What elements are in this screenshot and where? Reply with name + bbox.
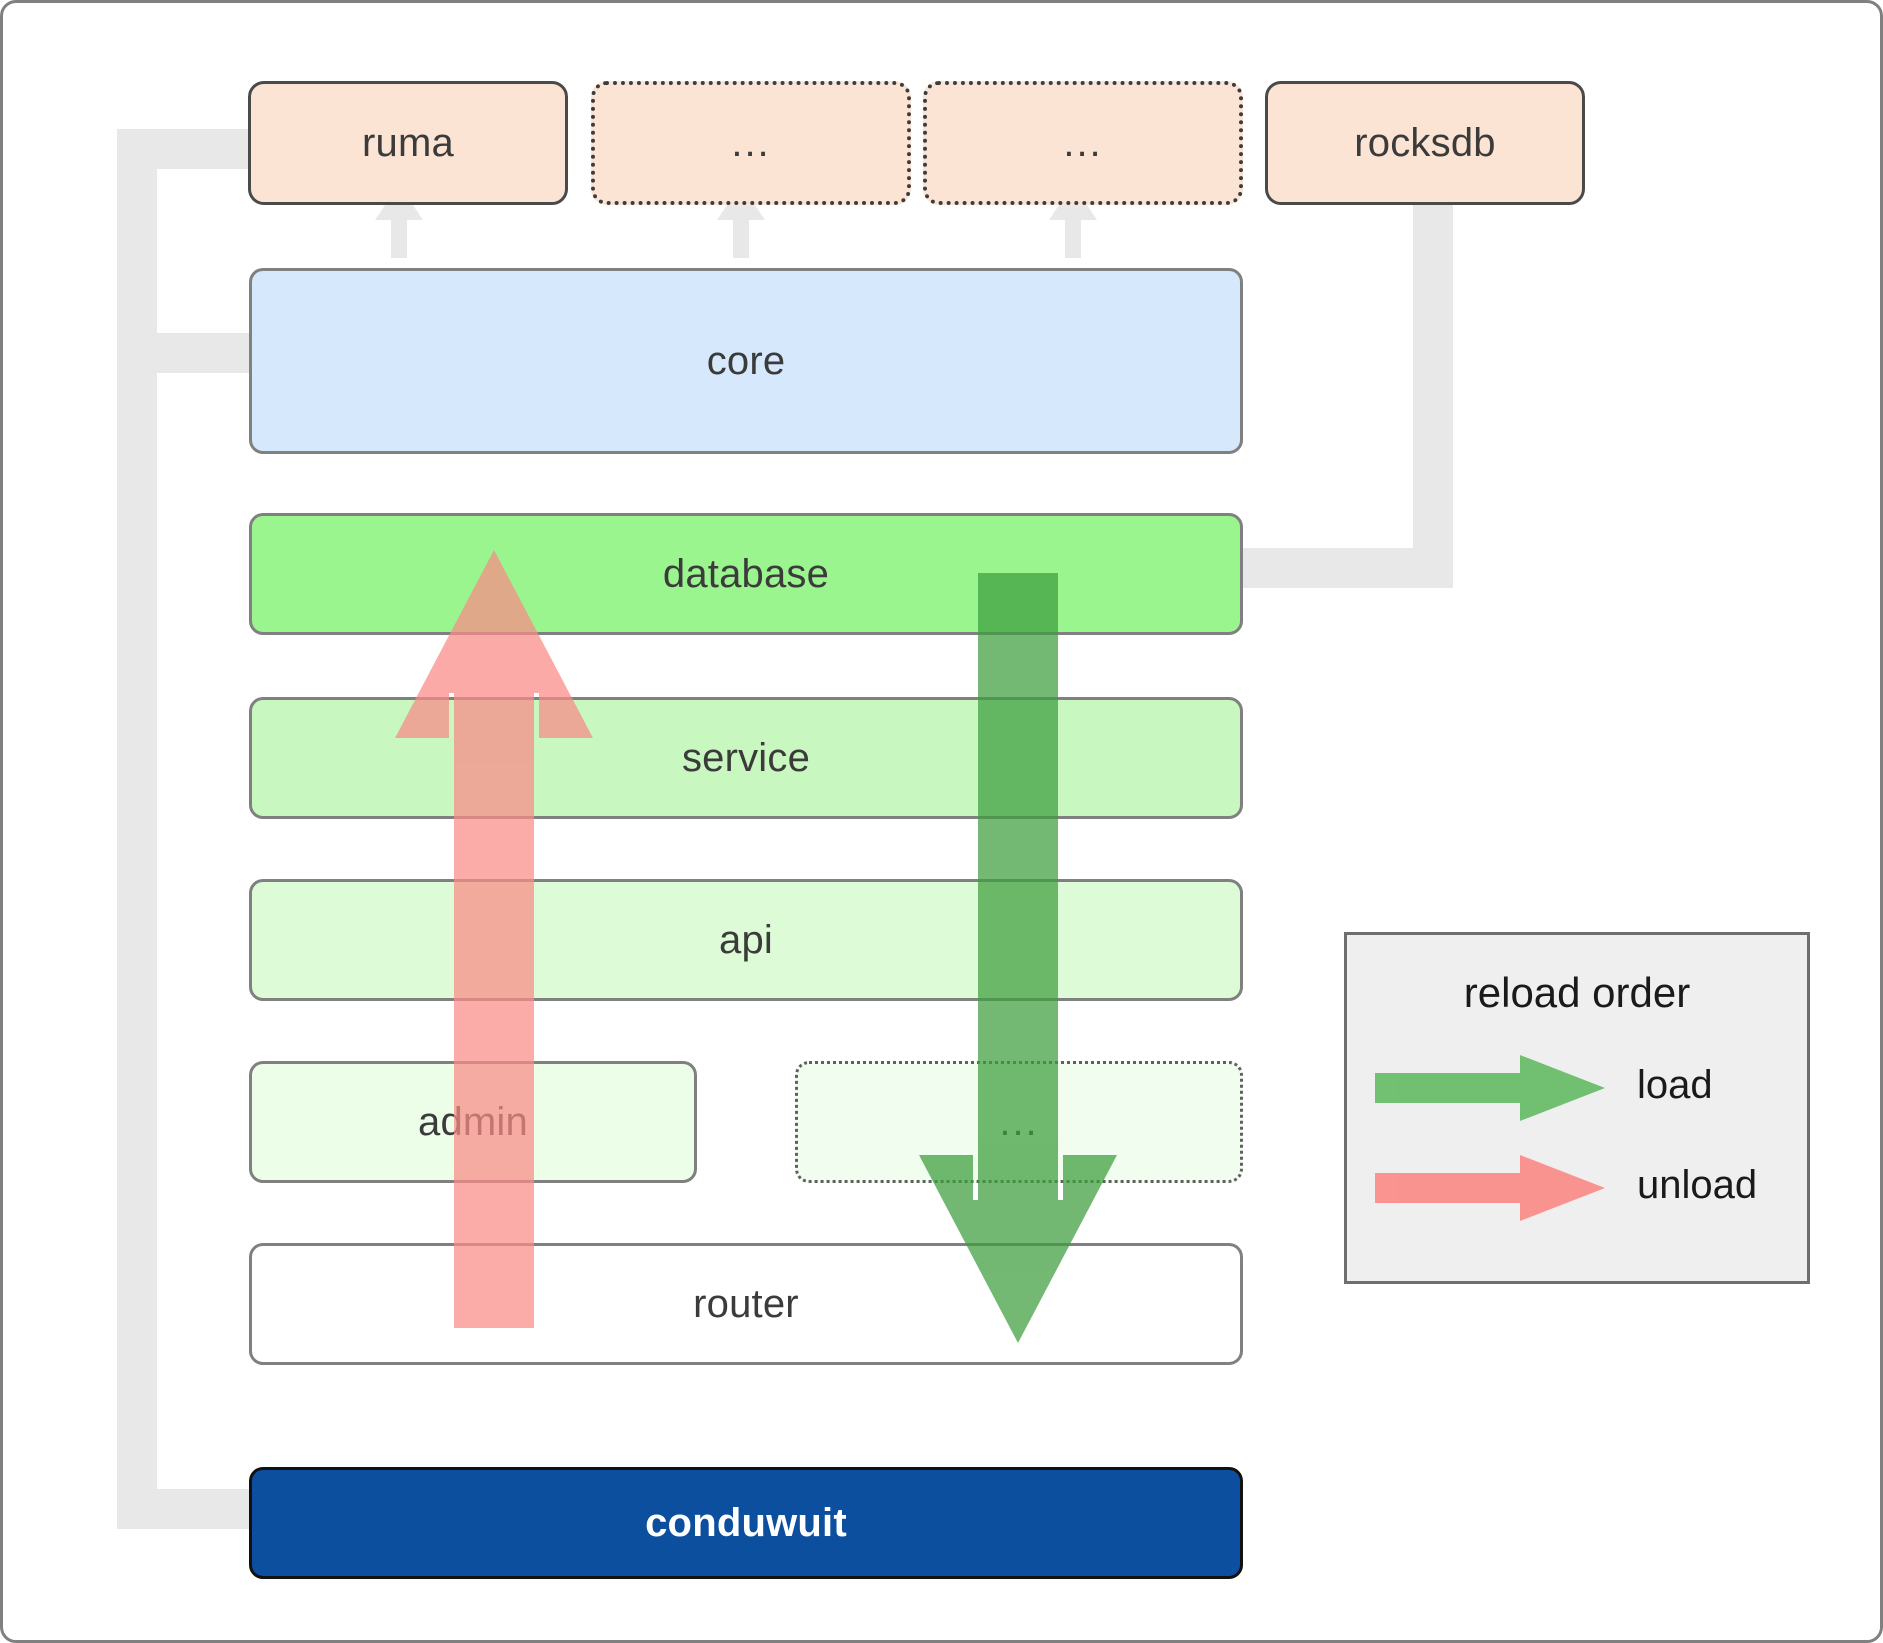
layer-router-label: router: [693, 1281, 799, 1326]
crate-ruma[interactable]: ruma: [248, 81, 568, 205]
layer-api-label: api: [719, 917, 773, 962]
layer-core-label: core: [706, 338, 786, 383]
legend-unload-label: unload: [1637, 1163, 1758, 1207]
legend-title: reload order: [1463, 969, 1691, 1016]
crate-conduwuit-label: conduwuit: [645, 1500, 847, 1545]
layer-core[interactable]: core: [249, 268, 1243, 454]
crate-rocksdb[interactable]: rocksdb: [1265, 81, 1585, 205]
layer-admin[interactable]: admin: [249, 1061, 697, 1183]
crate-placeholder-2[interactable]: ...: [923, 81, 1243, 205]
legend-panel: reload order load unload: [1344, 932, 1810, 1284]
legend-unload-arrow-icon: [1375, 1155, 1605, 1221]
crate-placeholder-1[interactable]: ...: [591, 81, 911, 205]
reload-order-arrows-layer: [395, 550, 1117, 1343]
crate-placeholder-2-label: ...: [1063, 120, 1103, 165]
crate-conduwuit[interactable]: conduwuit: [249, 1467, 1243, 1579]
layer-api[interactable]: api: [249, 879, 1243, 1001]
legend-load-arrow-icon: [1375, 1055, 1605, 1121]
layer-admin-label: admin: [418, 1099, 528, 1144]
crate-ruma-label: ruma: [362, 120, 454, 165]
layer-database[interactable]: database: [249, 513, 1243, 635]
layer-router[interactable]: router: [249, 1243, 1243, 1365]
layer-database-label: database: [662, 551, 830, 596]
dependency-arrows-layer: [117, 101, 1483, 1529]
crate-placeholder-1-label: ...: [731, 120, 771, 165]
legend-load-label: load: [1637, 1063, 1713, 1107]
layer-placeholder[interactable]: ...: [795, 1061, 1243, 1183]
layer-service-label: service: [681, 735, 811, 780]
layer-placeholder-label: ...: [999, 1099, 1039, 1144]
crate-rocksdb-label: rocksdb: [1354, 120, 1496, 165]
layer-service[interactable]: service: [249, 697, 1243, 819]
